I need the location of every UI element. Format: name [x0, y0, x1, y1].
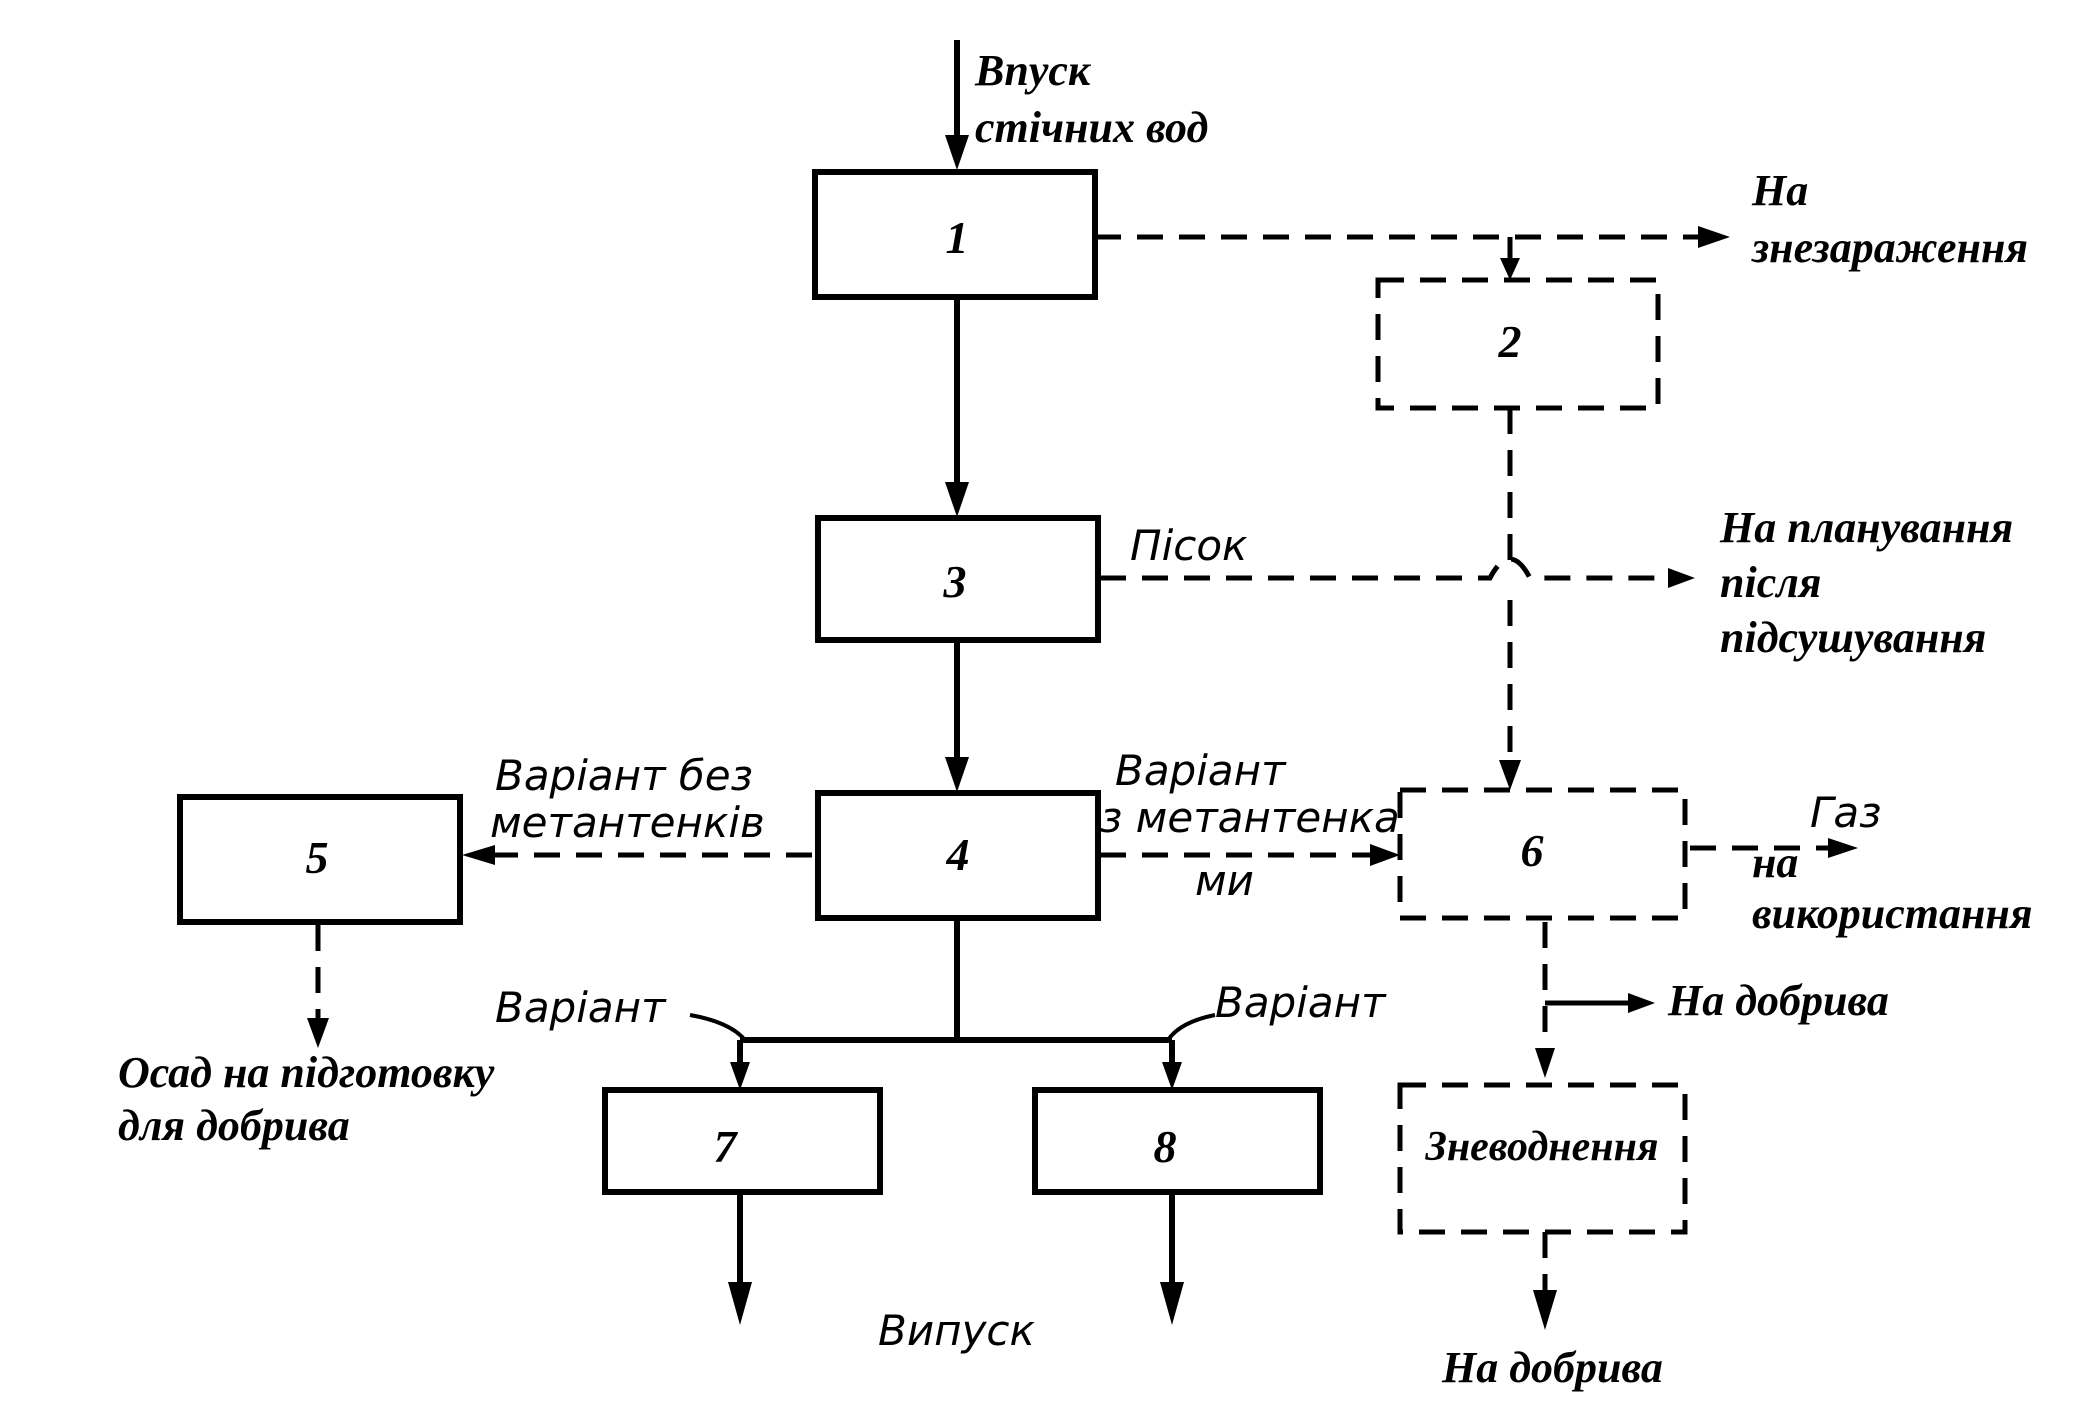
arrowhead-to-6-side [1370, 844, 1400, 866]
arrowhead-to-2 [1500, 258, 1520, 280]
sand-line [1100, 556, 1670, 581]
dewatering-label: Зневоднення [1424, 1124, 1658, 1170]
box-5 [177, 794, 463, 925]
disinfection-label-line2: знезараження [1751, 223, 2028, 272]
gas-label-line2: на [1752, 838, 1798, 887]
box-1 [812, 169, 1098, 300]
box-7 [602, 1087, 883, 1195]
variant-right-label: Варіант [1215, 978, 1387, 1027]
variant-without-label-line2: метантенків [490, 798, 765, 847]
outlet-arrowhead-7 [728, 1282, 752, 1325]
box-3 [815, 515, 1101, 643]
gas-label-line3: використання [1752, 889, 2033, 938]
fertilizer-side-label: На добрива [1667, 976, 1889, 1025]
variant-left-label: Варіант [495, 983, 667, 1032]
planning-label-line1: На планування [1719, 503, 2013, 552]
planning-label-line3: підсушування [1720, 613, 1986, 662]
gas-arrowhead [1828, 838, 1858, 858]
arrowhead-5-down [307, 1018, 329, 1048]
inlet-label-line2: стічних вод [975, 103, 1208, 152]
sludge-label-line1: Осад на підготовку [118, 1048, 495, 1097]
arrowhead-1-to-3 [945, 482, 969, 517]
planning-label-line2: після [1720, 558, 1821, 607]
fertilizer-bottom-label: На добрива [1441, 1343, 1663, 1392]
outlet-label: Випуск [878, 1306, 1036, 1355]
box-2 [1375, 277, 1661, 411]
box-5-label: 5 [306, 832, 329, 883]
disinfection-arrowhead [1698, 226, 1730, 248]
arrowhead-to-dewatering [1535, 1048, 1555, 1078]
box-4 [815, 790, 1101, 921]
inlet-arrowhead [945, 135, 969, 170]
arrowhead-to-7 [730, 1062, 750, 1090]
variant-right-leader [1166, 1013, 1216, 1042]
gas-label-line1: Газ [1810, 788, 1881, 837]
box-3-label: 3 [943, 556, 967, 607]
arrowhead-3-to-4 [945, 757, 969, 792]
box-7-label: 7 [714, 1121, 739, 1172]
box-8 [1032, 1087, 1323, 1195]
outlet-arrowhead-8 [1160, 1282, 1184, 1325]
variant-with-label-line3: ми [1195, 856, 1254, 905]
arrowhead-to-6 [1499, 760, 1521, 790]
sludge-label-line2: для добрива [118, 1101, 350, 1150]
variant-left-leader [689, 1013, 747, 1042]
sand-label: Пісок [1130, 521, 1248, 570]
arrowhead-to-5 [462, 845, 495, 865]
arrowhead-to-8 [1162, 1062, 1182, 1090]
dewatering-box [1397, 1082, 1688, 1235]
box-4-label: 4 [946, 829, 970, 880]
box-2-label: 2 [1498, 316, 1522, 367]
variant-with-label-line2: з метантенка [1100, 793, 1400, 842]
box-8-label: 8 [1154, 1121, 1177, 1172]
box-6-label: 6 [1521, 825, 1544, 876]
variant-with-label-line1: Варіант [1115, 746, 1287, 795]
arrowhead-dewatering-down [1533, 1290, 1557, 1330]
box-6 [1397, 787, 1688, 921]
box-1-label: 1 [946, 212, 969, 263]
inlet-label-line1: Впуск [974, 46, 1092, 95]
disinfection-label-line1: На [1751, 166, 1808, 215]
sand-arrowhead [1668, 568, 1695, 588]
variant-without-label-line1: Варіант без [495, 751, 753, 800]
fertilizer-side-arrowhead [1628, 993, 1655, 1013]
